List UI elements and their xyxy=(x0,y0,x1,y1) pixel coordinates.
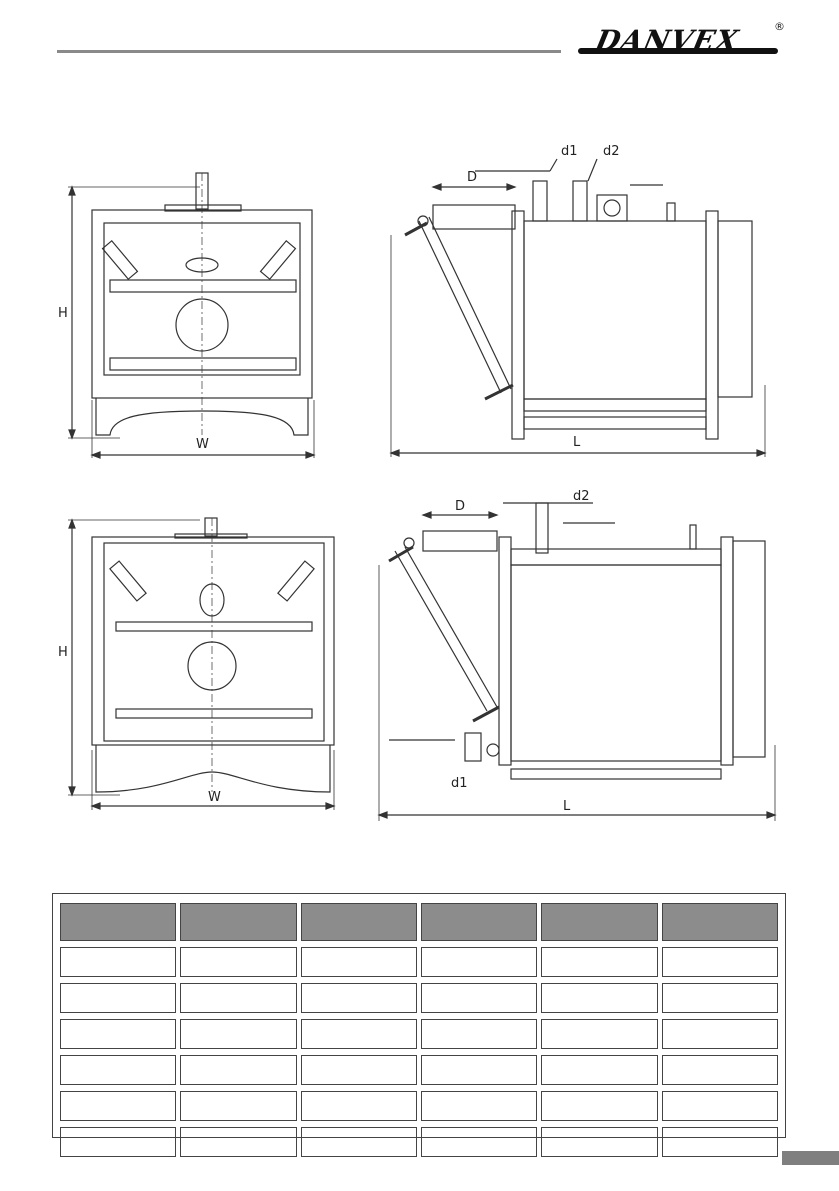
side-view-drawing-bottom: D d2 d1 L xyxy=(377,489,777,821)
length-label: L xyxy=(573,435,581,450)
table-cell xyxy=(541,1055,658,1085)
table-cell xyxy=(420,947,538,977)
table-cell xyxy=(60,947,177,977)
header-rule xyxy=(57,50,561,53)
height-label: H xyxy=(58,306,68,321)
table-row xyxy=(60,1055,778,1085)
side-view-drawing-top: D d1 d2 L xyxy=(389,144,767,457)
table-cell xyxy=(420,1127,538,1157)
width-label: W xyxy=(196,437,209,452)
table-cell xyxy=(180,1091,297,1121)
table-cell xyxy=(541,947,658,977)
table-cell xyxy=(180,947,297,977)
table-cell xyxy=(300,1055,417,1085)
table-cell xyxy=(661,1055,778,1085)
table-header-cell xyxy=(300,903,417,941)
length-label: L xyxy=(563,799,571,814)
table-header-cell xyxy=(541,903,658,941)
table-cell xyxy=(180,1055,297,1085)
table-header-cell xyxy=(180,903,297,941)
danvex-logo: DANVEX ® xyxy=(578,20,788,60)
table-cell xyxy=(541,983,658,1013)
width-label: W xyxy=(208,790,221,805)
table-cell xyxy=(60,1055,177,1085)
table-row xyxy=(60,1019,778,1049)
table-cell xyxy=(60,1019,177,1049)
table-cell xyxy=(541,1019,658,1049)
table-header-cell xyxy=(420,903,538,941)
d1-label: d1 xyxy=(451,776,468,791)
front-view-drawing-bottom: H W xyxy=(58,517,336,810)
table-cell xyxy=(300,1127,417,1157)
table-row xyxy=(60,983,778,1013)
table-cell xyxy=(661,947,778,977)
logo-swoosh xyxy=(578,48,778,54)
d-label: D xyxy=(455,499,465,514)
table-cell xyxy=(420,983,538,1013)
table-cell xyxy=(300,983,417,1013)
table-cell xyxy=(300,1091,417,1121)
table-cell xyxy=(60,983,177,1013)
table-cell xyxy=(661,1091,778,1121)
table-header-row xyxy=(60,903,778,941)
table-cell xyxy=(300,947,417,977)
table-row xyxy=(60,1091,778,1121)
table-cell xyxy=(180,1127,297,1157)
table-row xyxy=(60,1127,778,1157)
table-cell xyxy=(180,1019,297,1049)
table-cell xyxy=(420,1055,538,1085)
page-tab-marker xyxy=(782,1151,839,1165)
table-cell xyxy=(300,1019,417,1049)
d2-label: d2 xyxy=(573,489,590,504)
table-cell xyxy=(60,1091,177,1121)
table-cell xyxy=(661,983,778,1013)
specification-table xyxy=(52,893,786,1157)
table-header-cell xyxy=(661,903,778,941)
height-label: H xyxy=(58,645,68,660)
d-label: D xyxy=(467,170,477,185)
table-cell xyxy=(60,1127,177,1157)
table-cell xyxy=(180,983,297,1013)
table-row xyxy=(60,947,778,977)
d2-label: d2 xyxy=(603,144,620,159)
d1-label: d1 xyxy=(561,144,578,159)
registered-mark: ® xyxy=(774,20,785,33)
table-header-cell xyxy=(60,903,177,941)
table-cell xyxy=(420,1091,538,1121)
table-cell xyxy=(420,1019,538,1049)
table-cell xyxy=(661,1127,778,1157)
table-cell xyxy=(661,1019,778,1049)
front-view-drawing-top: H W xyxy=(58,172,316,459)
table-cell xyxy=(541,1091,658,1121)
table-cell xyxy=(541,1127,658,1157)
